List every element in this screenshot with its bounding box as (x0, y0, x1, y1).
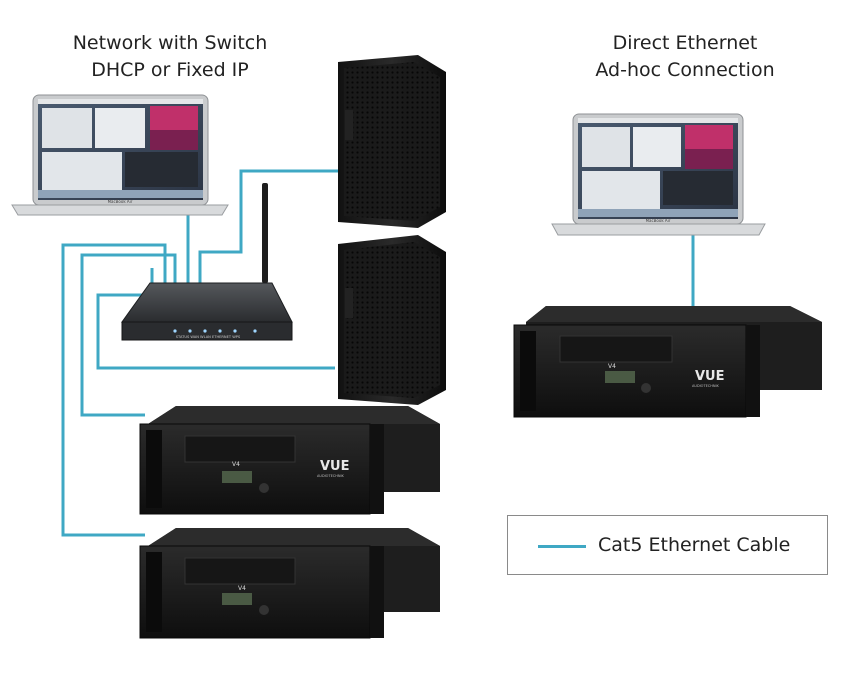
legend-cable-swatch (538, 545, 586, 548)
amplifier-direct-brand-sub: AUDIOTECHNIK (692, 384, 720, 388)
amplifier-direct-brand: VUE (695, 369, 725, 384)
wireless-router: STATUS WAN WLAN ETHERNET WPS (121, 183, 293, 341)
heading-direct-ethernet: Direct Ethernet Ad-hoc Connection (560, 30, 810, 84)
speaker-bottom (338, 235, 446, 405)
heading-left-line1: Network with Switch (72, 32, 268, 54)
cable-amp-top (80, 253, 177, 417)
laptop-left: MacBook Air (11, 94, 229, 216)
cable-amp-bottom (61, 243, 167, 537)
heading-right-line2: Ad-hoc Connection (595, 59, 775, 81)
laptop-right: MacBook Air (551, 113, 766, 236)
laptop-left-brand: MacBook Air (108, 199, 133, 204)
laptop-right-brand: MacBook Air (646, 218, 671, 223)
legend-label: Cat5 Ethernet Cable (598, 534, 791, 556)
speaker-bottom-handle (345, 288, 353, 318)
amplifier-2-display (222, 593, 252, 605)
amplifier-direct-model: V4 (608, 363, 616, 370)
amplifier-1-brand: VUE (320, 459, 350, 474)
router-antenna (262, 183, 268, 283)
amplifier-2-model: V4 (238, 585, 246, 592)
amplifier-direct-display (605, 371, 635, 383)
heading-network-switch: Network with Switch DHCP or Fixed IP (40, 30, 300, 84)
amplifier-1-brand-sub: AUDIOTECHNIK (317, 474, 345, 478)
cable-speaker-top (198, 169, 340, 285)
heading-right-line1: Direct Ethernet (612, 32, 758, 54)
router-panel-labels: STATUS WAN WLAN ETHERNET WPS (176, 335, 241, 339)
legend: Cat5 Ethernet Cable (507, 515, 828, 575)
amplifier-direct: VUE AUDIOTECHNIK V4 (513, 306, 822, 418)
amplifier-1: VUE AUDIOTECHNIK V4 (139, 406, 440, 515)
speaker-top-handle (345, 110, 353, 140)
speaker-top (338, 55, 446, 228)
amplifier-1-display (222, 471, 252, 483)
heading-left-line2: DHCP or Fixed IP (91, 59, 249, 81)
amplifier-2: V4 (139, 528, 440, 639)
amplifier-1-model: V4 (232, 461, 240, 468)
